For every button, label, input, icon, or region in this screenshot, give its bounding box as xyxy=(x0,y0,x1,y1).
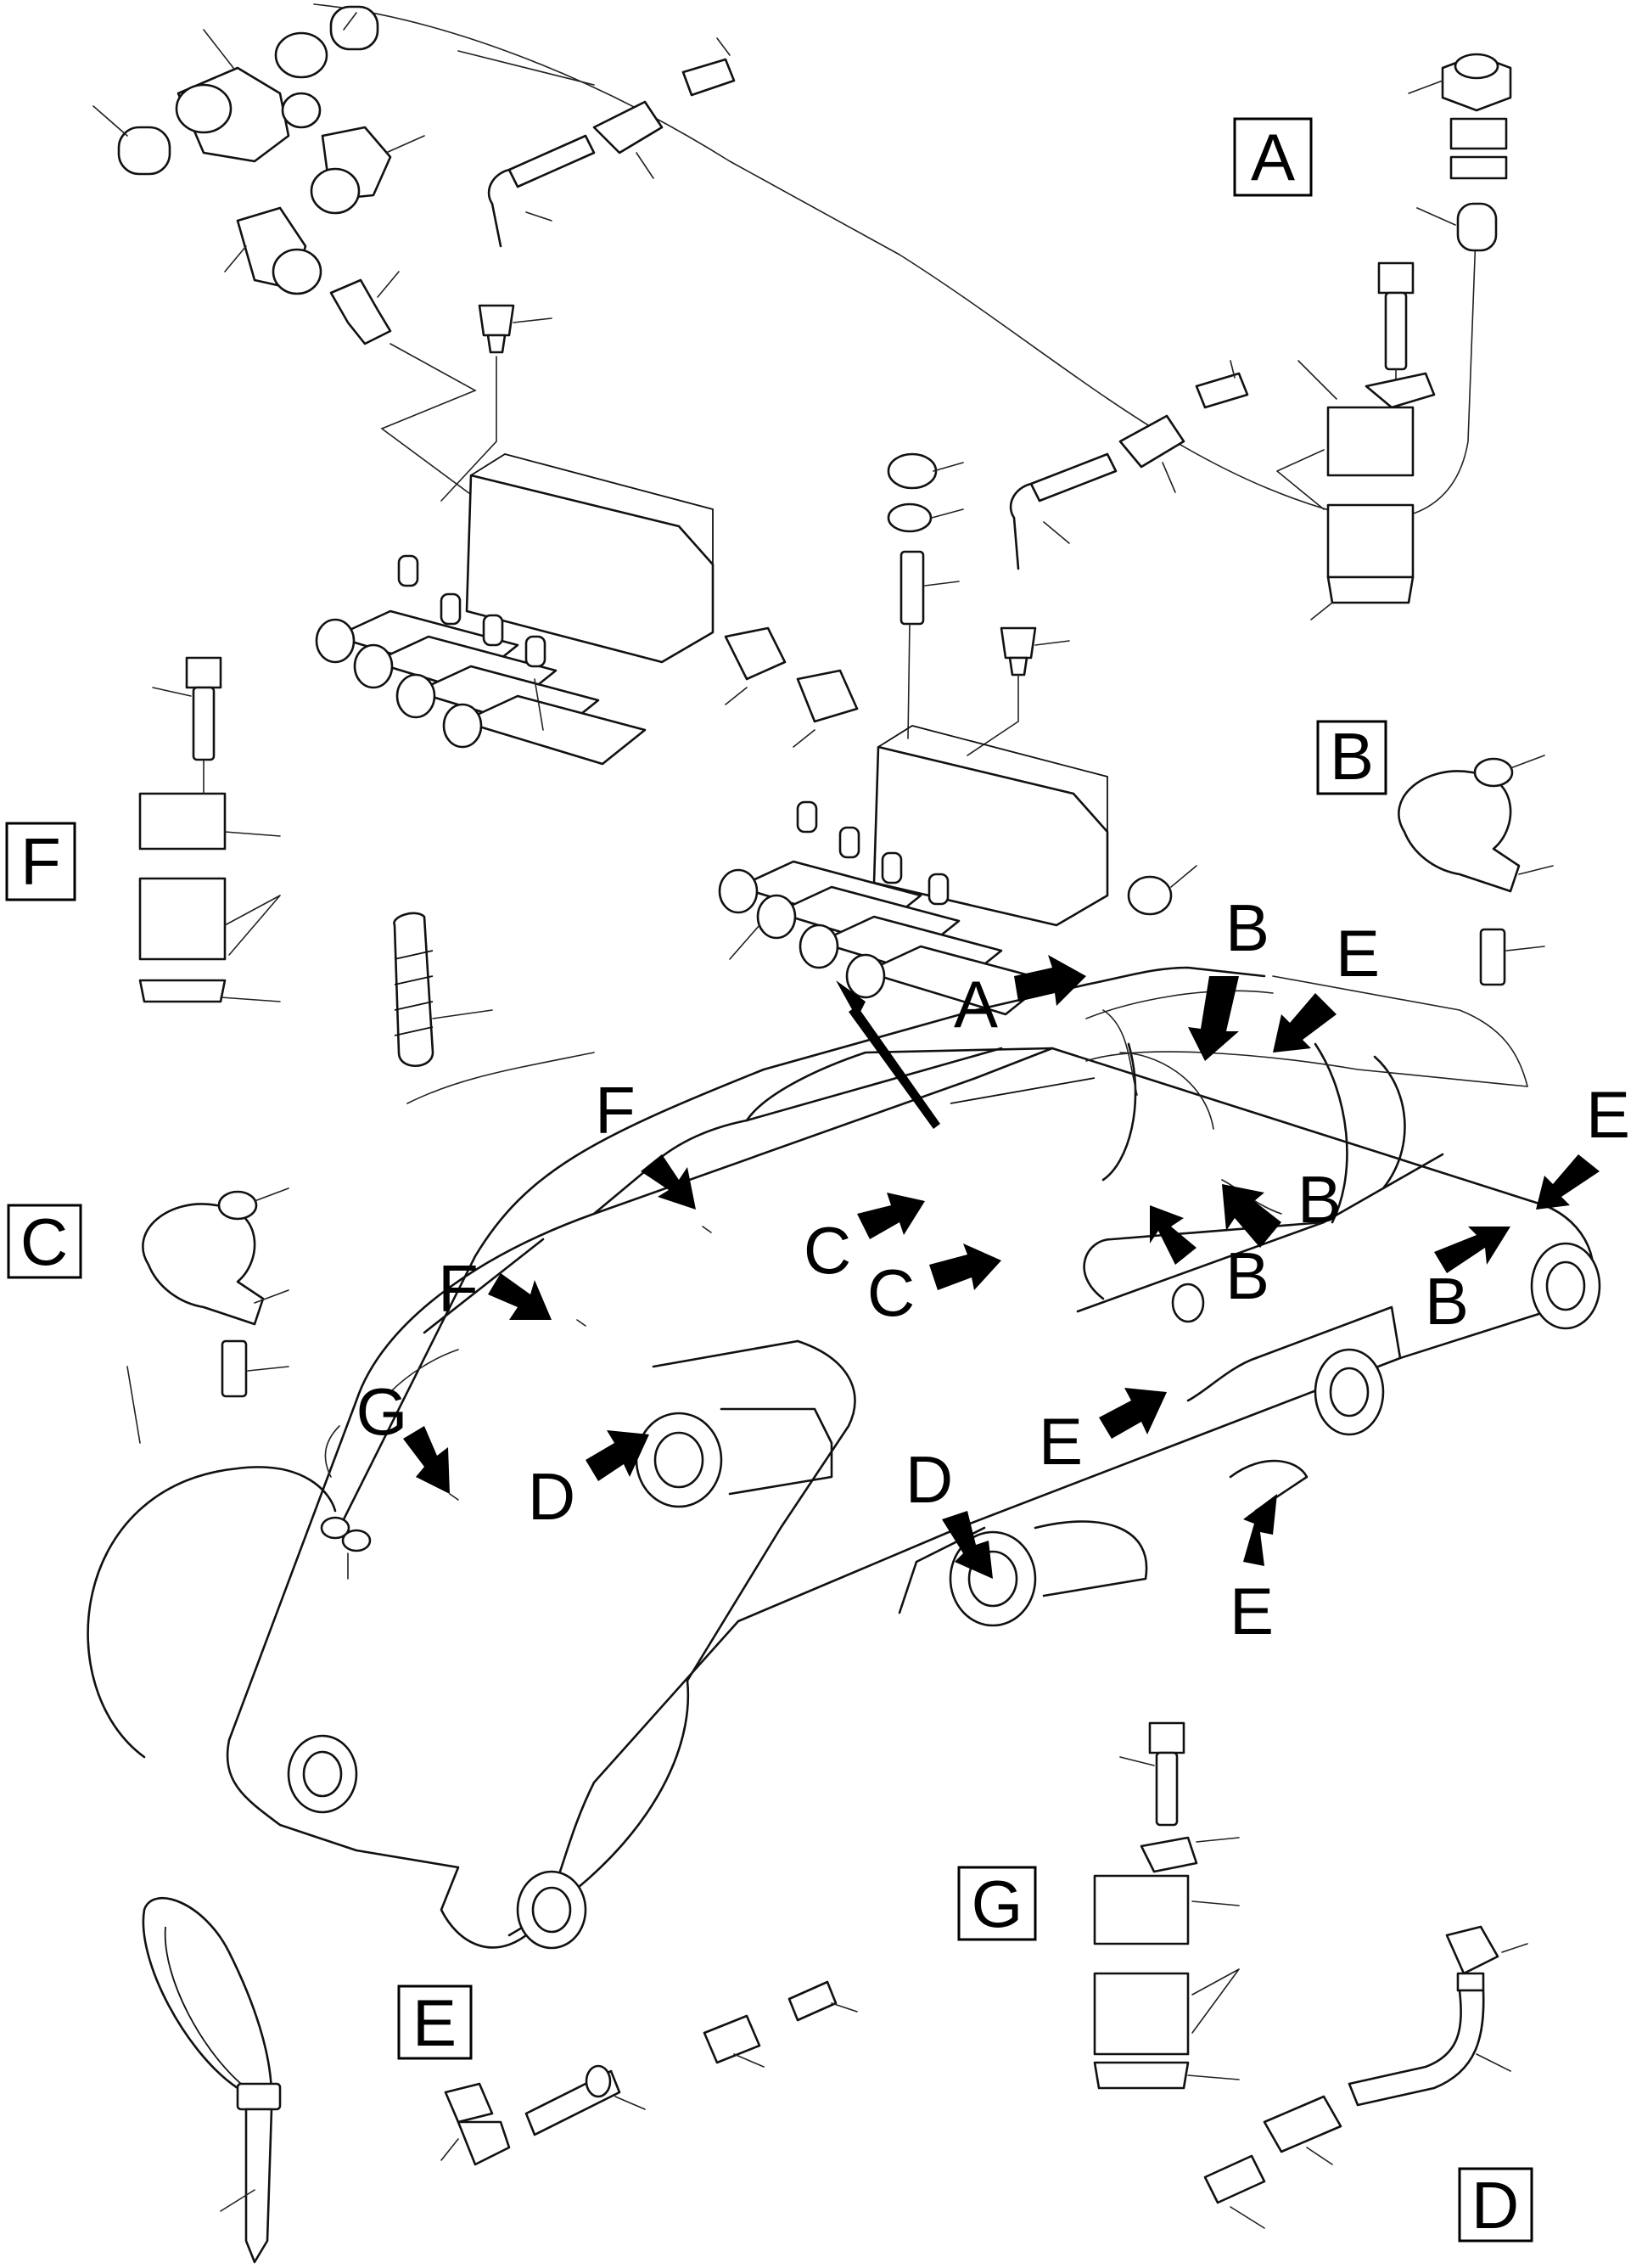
callout-arrow-c1: C xyxy=(804,1193,925,1288)
callout-arrow-b3: B xyxy=(1150,1205,1269,1313)
callout-arrow-c2: C xyxy=(867,1243,1001,1330)
svg-text:D: D xyxy=(528,1459,575,1534)
detail-e-group xyxy=(440,1980,858,2166)
callout-arrow-e1: E xyxy=(1273,916,1380,1053)
svg-text:B: B xyxy=(1225,1238,1269,1313)
center-stud-group xyxy=(887,360,1249,756)
detail-g-group xyxy=(1093,1721,1240,2090)
box-label-b: B xyxy=(1316,719,1387,795)
box-label-g: G xyxy=(957,1866,1037,1941)
detail-a-group xyxy=(1276,53,1512,620)
callout-arrow-f2: F xyxy=(438,1251,552,1326)
callout-arrow-b1: B xyxy=(1188,890,1269,1061)
box-label-e: E xyxy=(397,1984,473,2060)
box-label-d: D xyxy=(1458,2167,1533,2243)
cable-tie xyxy=(142,1896,282,2264)
box-label-c: C xyxy=(7,1204,82,1279)
box-label-f: F xyxy=(5,822,76,901)
svg-text:D: D xyxy=(1471,2168,1519,2243)
box-label-a: A xyxy=(1233,117,1313,197)
svg-text:A: A xyxy=(954,967,998,1041)
svg-text:A: A xyxy=(1251,120,1295,194)
upper-distributor-block xyxy=(315,453,859,766)
svg-text:C: C xyxy=(867,1255,915,1330)
svg-text:B: B xyxy=(1225,890,1269,965)
svg-text:B: B xyxy=(1425,1264,1469,1339)
svg-text:E: E xyxy=(1586,1077,1630,1152)
callout-arrow-f1: F xyxy=(595,1073,696,1210)
callout-arrow-d1: D xyxy=(528,1430,649,1534)
svg-text:G: G xyxy=(972,1867,1023,1941)
svg-text:C: C xyxy=(20,1204,68,1279)
svg-text:F: F xyxy=(595,1073,636,1148)
callout-arrow-g: G xyxy=(356,1374,450,1494)
top-left-fitting-group xyxy=(92,3,1477,587)
svg-text:E: E xyxy=(1230,1574,1274,1648)
callout-arrow-d2: D xyxy=(905,1442,993,1579)
callout-arrow-e3: E xyxy=(1039,1388,1167,1479)
callout-arrow-e4: E xyxy=(1230,1494,1277,1648)
callout-arrow-a: A xyxy=(954,955,1086,1041)
loader-arm-structure xyxy=(87,966,1601,1950)
svg-text:E: E xyxy=(1336,916,1380,991)
callout-arrow-e2: E xyxy=(1536,1077,1630,1210)
svg-text:E: E xyxy=(412,1985,457,2060)
svg-text:B: B xyxy=(1297,1162,1342,1237)
svg-text:B: B xyxy=(1330,719,1374,794)
svg-text:G: G xyxy=(356,1374,408,1449)
svg-text:F: F xyxy=(438,1251,479,1326)
svg-text:F: F xyxy=(20,824,61,899)
detail-c-group xyxy=(142,1187,289,1398)
svg-text:E: E xyxy=(1039,1404,1083,1479)
detail-f-group xyxy=(138,656,493,1068)
svg-text:C: C xyxy=(804,1213,851,1288)
detail-b-group xyxy=(1398,755,1554,986)
lower-distributor-block xyxy=(718,725,1197,1016)
detail-d-group xyxy=(1203,1925,1528,2229)
svg-text:D: D xyxy=(905,1442,953,1517)
callout-arrow-b4: B xyxy=(1425,1227,1510,1339)
callout-arrow-b2: B xyxy=(1222,1162,1342,1248)
